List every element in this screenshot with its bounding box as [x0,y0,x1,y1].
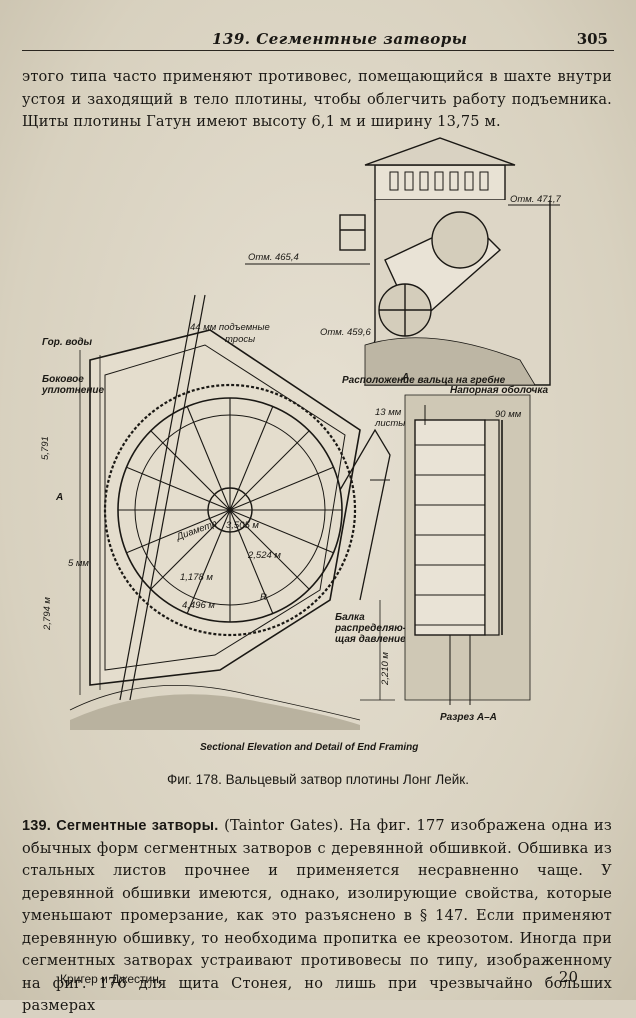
label-balka-3: щая давление [335,634,406,645]
label-a-left: А [55,492,63,503]
label-troses-2: тросы [225,334,255,345]
label-otm-459: Отм. 459,6 [320,327,371,338]
section-139: 139. Сегментные затворы. (Taintor Gates)… [22,815,612,1018]
label-listy: листы [374,418,405,429]
label-a-right: А [401,372,409,383]
gate-house-detail [339,137,551,386]
figure-178: Отм. 471,7 Отм. 465,4 Отм. 459,6 Располо… [30,130,610,760]
label-bokovoe: Боковое [42,374,84,385]
label-mm90: 90 мм [495,409,522,420]
roller-gate-drawing: Отм. 471,7 Отм. 465,4 Отм. 459,6 Располо… [40,137,561,753]
section-text: (Taintor Gates). На фиг. 177 изображена … [22,818,612,1014]
label-uplotnenie: уплотнение [41,385,105,396]
roller-gate-elevation [69,294,395,730]
label-dim-5mm: 5 мм [68,558,89,569]
label-balka-2: распределяю- [334,623,407,634]
section-heading: 139. Сегментные затворы. [22,818,219,834]
label-razrez: Разрез А–А [440,712,497,723]
label-napornaya: Напорная оболочка [450,384,549,396]
paragraph-top: этого типа часто применяют противовес, п… [22,69,612,130]
label-dim-2794: 2,794 м [42,597,53,631]
running-header: 139. Сегментные затворы 305 [22,28,614,51]
label-mm13: 13 мм [375,407,402,418]
label-dim-5791: 5,791 [40,436,51,460]
label-gor-vody: Гор. воды [42,337,92,348]
section-a-a [404,394,531,705]
figure-caption: Фиг. 178. Вальцевый затвор плотины Лонг … [167,772,469,787]
label-dim-2210: 2,210 м [380,652,391,686]
label-raspolozhenie: Расположение вальца на гребне [342,374,506,386]
label-r: R [260,592,267,603]
label-dim-4496: 4,496 м [182,600,215,611]
label-dim-3505: 3,505 м [226,520,259,531]
label-troses: 44 мм подъемные [190,322,270,333]
footer-signature: 20 [558,968,578,986]
label-english-caption: Sectional Elevation and Detail of End Fr… [200,742,418,753]
label-otm-465: Отм. 465,4 [248,252,299,263]
footer-authors: Кригер и Джестин. [60,972,163,986]
header-title: 139. Сегментные затворы [212,30,468,48]
page-number: 305 [576,30,608,48]
label-dim-2524: 2,524 м [247,550,281,561]
label-balka-1: Балка [335,612,365,623]
label-otm-471: Отм. 471,7 [510,194,561,205]
label-dim-1178: 1,178 м [180,572,213,583]
